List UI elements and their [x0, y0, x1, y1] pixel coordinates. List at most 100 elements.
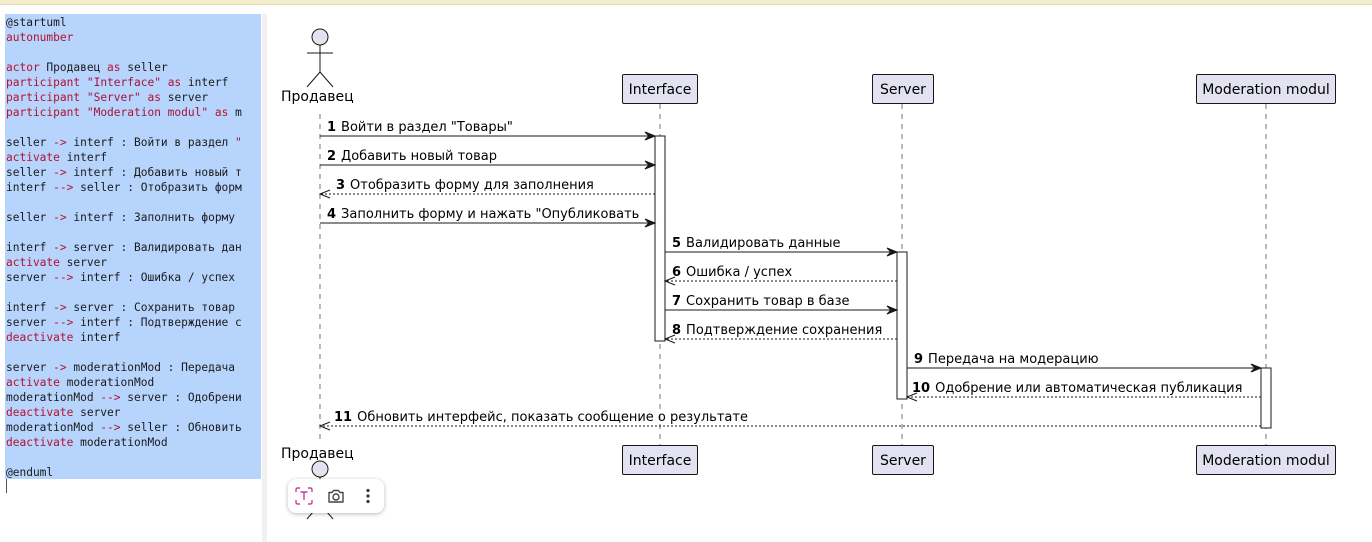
message-label: 10 Одобрение или автоматическая публикаци…: [912, 381, 1242, 396]
code-token: server: [6, 271, 54, 284]
activation-bar-server: [896, 251, 908, 400]
top-bar: [0, 0, 1372, 5]
message-label: 4 Заполнить форму и нажать "Опубликовать: [327, 207, 639, 222]
diagram-canvas: [306, 28, 1272, 520]
code-token: seller: [120, 61, 168, 74]
code-line: activate server: [6, 255, 107, 270]
code-line: deactivate server: [6, 405, 121, 420]
message-number: 10: [912, 381, 931, 396]
code-line: interf -> server : Валидировать дан: [6, 240, 242, 255]
pane-divider[interactable]: [262, 14, 267, 542]
code-token: seller: [6, 136, 54, 149]
code-token: server: [73, 406, 121, 419]
code-token: ->: [53, 301, 67, 314]
code-line: seller -> interf : Добавить новый т: [6, 165, 242, 180]
message-text: Заполнить форму и нажать "Опубликовать: [341, 207, 640, 222]
code-token: [80, 91, 87, 104]
code-token: moderationMod: [59, 376, 155, 389]
code-token: ->: [53, 166, 67, 179]
screenshot-button[interactable]: [323, 483, 349, 509]
text-cursor: [6, 479, 7, 493]
code-token: -->: [100, 391, 121, 404]
message-arrow: [320, 160, 657, 170]
code-token: interf : Заполнить форму: [66, 211, 236, 224]
code-line: participant "Moderation modul" as m: [6, 105, 242, 120]
code-token: server : Одобрени: [120, 391, 242, 404]
code-token: interf : Подтверждение с: [73, 316, 242, 329]
code-token: ->: [53, 361, 67, 374]
actor-label-top: Продавец: [281, 89, 354, 105]
message-arrow: [320, 131, 657, 141]
code-token: "Moderation modul": [86, 106, 209, 119]
code-token: interf: [181, 76, 229, 89]
code-line: @enduml: [6, 465, 53, 479]
message-text: Ошибка / успех: [686, 265, 793, 280]
code-token: ->: [53, 211, 67, 224]
message-text: Обновить интерфейс, показать сообщение о…: [357, 410, 748, 425]
code-line: moderationMod --> server : Одобрени: [6, 390, 242, 405]
code-token: server: [59, 256, 108, 269]
code-line: autonumber: [6, 30, 73, 45]
code-line: participant "Server" as server: [6, 90, 208, 105]
participant-interf-bottom: Interface: [622, 445, 698, 475]
code-token: server: [6, 361, 54, 374]
code-token: interf : Ошибка / успех: [73, 271, 236, 284]
message-text: Валидировать данные: [686, 236, 841, 251]
message-arrow: [905, 392, 1261, 402]
message-arrow: [663, 334, 897, 344]
code-token: "Interface": [86, 76, 161, 89]
code-token: [208, 106, 215, 119]
code-token: seller: [6, 166, 54, 179]
message-number: 1: [327, 120, 337, 135]
message-text: Передача на модерацию: [928, 352, 1099, 367]
message-arrow: [318, 421, 1261, 431]
message-number: 3: [336, 178, 346, 193]
code-token: -->: [53, 316, 74, 329]
code-token: server: [160, 91, 209, 104]
code-token: seller : Обновить: [120, 421, 242, 434]
message-label: 3 Отобразить форму для заполнения: [336, 178, 594, 193]
code-line: @startuml: [6, 15, 67, 30]
code-line: moderationMod --> seller : Обновить: [6, 420, 242, 435]
message-text: Добавить новый товар: [341, 149, 497, 164]
code-token: moderationMod: [6, 421, 101, 434]
code-token: interf: [6, 301, 54, 314]
code-token: ": [235, 136, 242, 149]
code-token: interf: [6, 181, 54, 194]
message-number: 4: [327, 207, 337, 222]
code-token: -->: [53, 181, 74, 194]
participant-interf-top: Interface: [622, 74, 698, 104]
participant-moderation-bottom: Moderation modul: [1196, 445, 1336, 475]
code-token: seller: [6, 211, 54, 224]
code-token: interf: [73, 331, 121, 344]
code-line: server --> interf : Подтверждение с: [6, 315, 242, 330]
message-text: Сохранить товар в базе: [686, 294, 850, 309]
code-token: as: [147, 91, 161, 104]
code-token: server : Валидировать дан: [66, 241, 242, 254]
message-label: 2 Добавить новый товар: [327, 149, 497, 164]
code-token: autonumber: [6, 31, 74, 44]
message-arrow: [663, 276, 897, 286]
message-number: 8: [672, 323, 682, 338]
text-recognition-button[interactable]: [291, 483, 317, 509]
message-number: 5: [672, 236, 682, 251]
code-token: participant: [6, 76, 81, 89]
message-arrow: [907, 363, 1263, 373]
message-text: Одобрение или автоматическая публикация: [935, 381, 1243, 396]
code-token: activate: [6, 256, 60, 269]
code-line: interf -> server : Сохранить товар: [6, 300, 235, 315]
code-line: actor Продавец as seller: [6, 60, 168, 75]
message-arrow: [665, 247, 899, 257]
message-text: Отобразить форму для заполнения: [350, 178, 594, 193]
code-line: deactivate interf: [6, 330, 121, 345]
more-options-button[interactable]: [355, 483, 381, 509]
code-token: deactivate: [6, 406, 74, 419]
code-token: deactivate: [6, 331, 74, 344]
code-line: server --> interf : Ошибка / успех: [6, 270, 235, 285]
code-token: interf: [6, 241, 54, 254]
message-number: 2: [327, 149, 337, 164]
